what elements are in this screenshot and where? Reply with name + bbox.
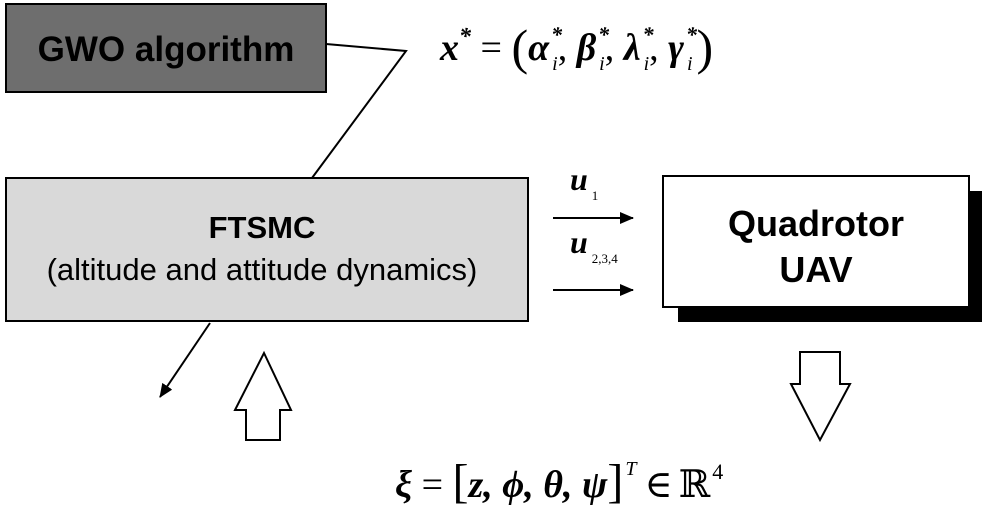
x-star-beta-sub: i: [599, 53, 605, 75]
x-star-alpha: α: [528, 27, 550, 69]
x-star-lambda-sub: i: [644, 53, 650, 75]
quad-subtitle: UAV: [779, 249, 852, 290]
x-star-gamma-sub: i: [687, 53, 693, 75]
signal-u234-sub: 2,3,4: [592, 251, 619, 266]
feedback-up-arrow: [233, 350, 293, 441]
signal-u234-label: u 2,3,4: [570, 224, 618, 266]
x-star-alpha-sup: *: [551, 22, 563, 47]
x-star-gamma-sup: *: [686, 22, 698, 47]
xi-close: ]: [607, 455, 623, 508]
x-star-star: *: [459, 24, 472, 50]
xi-sup: T: [625, 458, 638, 480]
x-star-gamma: γ: [668, 27, 684, 69]
xi-eq: =: [412, 464, 452, 506]
x-star-sep2: ,: [605, 27, 624, 69]
gwo-label: GWO algorithm: [38, 30, 295, 69]
x-star-lambda: λ: [622, 27, 641, 69]
quad-output-down-arrow: [789, 351, 852, 443]
xi-lhs: ξ: [395, 464, 412, 506]
signal-u234-base: u: [570, 224, 588, 260]
ftsmc-title: FTSMC: [209, 210, 316, 245]
xi-equation: ξ = [z, ϕ, θ, ψ]T ∈ℝ4: [395, 455, 723, 508]
x-star-beta-sup: *: [598, 22, 610, 47]
x-star-sep3: ,: [649, 27, 668, 69]
quad-title: Quadrotor: [728, 203, 904, 244]
gwo-block: [5, 3, 327, 93]
xi-open: [: [453, 455, 469, 508]
x-star-beta: β: [575, 27, 597, 69]
xi-body: z, ϕ, θ, ψ: [467, 464, 608, 506]
x-star-open: (: [511, 19, 528, 75]
ftsmc-block: [5, 177, 529, 322]
x-star-sep1: ,: [558, 27, 577, 69]
x-star-lhs: x: [439, 27, 459, 69]
ftsmc-output-arrow: [159, 322, 211, 398]
signal-u1-base: u: [570, 161, 588, 197]
xi-member: ∈: [645, 464, 673, 506]
quad-block: [662, 175, 970, 308]
signal-u1-sub: 1: [592, 188, 599, 203]
x-star-alpha-sub: i: [552, 53, 558, 75]
xi-set-sup: 4: [712, 459, 723, 484]
xi-set: ℝ: [679, 464, 711, 506]
gwo-ftsmc-link: [311, 43, 408, 179]
x-star-equation: x* = (α*i, β*i, λ*i, γ*i): [439, 19, 713, 75]
x-star-lambda-sup: *: [643, 22, 655, 47]
ftsmc-subtitle: (altitude and attitude dynamics): [47, 252, 478, 287]
x-star-close: ): [697, 19, 714, 75]
x-star-eq: =: [471, 27, 511, 69]
